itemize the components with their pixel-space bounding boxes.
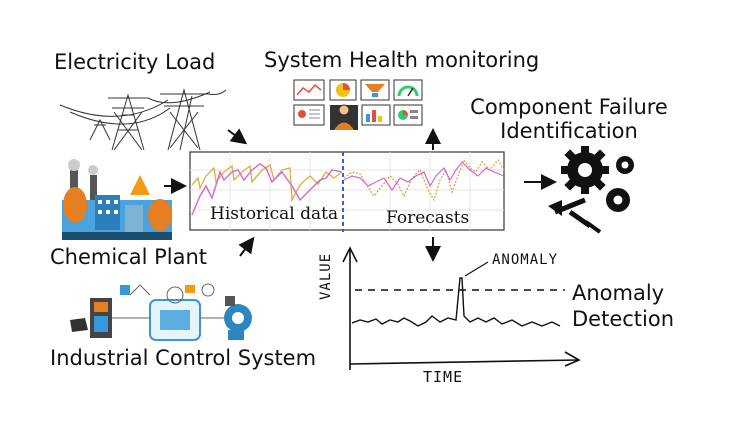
anomaly-x-axis bbox=[349, 359, 579, 365]
dashboard-monitoring-icon bbox=[293, 79, 423, 130]
anomaly-y-label: VALUE bbox=[318, 252, 334, 300]
anomaly-detection-line1: Anomaly bbox=[572, 281, 665, 305]
anomaly-detection-label: Anomaly Detection bbox=[572, 280, 674, 332]
forecast-series-2 bbox=[343, 161, 505, 192]
historical-series-1 bbox=[191, 163, 343, 203]
flow-arrows bbox=[164, 128, 557, 262]
forecast-chart bbox=[189, 151, 505, 232]
anomaly-annotation: ANOMALY bbox=[492, 252, 559, 268]
anomaly-pointer bbox=[464, 261, 489, 277]
gears-tools-icon bbox=[548, 146, 634, 234]
component-failure-line2: Identification bbox=[500, 119, 638, 143]
anomaly-series bbox=[351, 277, 561, 327]
component-failure-label: Component Failure Identification bbox=[464, 95, 674, 143]
historical-data-label: Historical data bbox=[210, 204, 339, 224]
component-failure-line1: Component Failure bbox=[470, 95, 668, 119]
arrow-ics-to-chart bbox=[238, 236, 255, 257]
anomaly-plot bbox=[342, 246, 581, 370]
chemical-plant-icon bbox=[62, 159, 172, 240]
forecast-series-1 bbox=[343, 158, 505, 202]
industrial-control-icon bbox=[70, 283, 252, 341]
chemical-plant-label: Chemical Plant bbox=[50, 245, 208, 269]
historical-series-2 bbox=[191, 163, 343, 216]
forecasts-label: Forecasts bbox=[386, 208, 470, 228]
electricity-load-label: Electricity Load bbox=[54, 50, 216, 74]
arrow-electricity-to-chart bbox=[227, 128, 248, 145]
anomaly-detection-line2: Detection bbox=[572, 307, 675, 331]
power-tower-icon bbox=[59, 88, 227, 151]
anomaly-x-label: TIME bbox=[423, 368, 464, 386]
industrial-control-label: Industrial Control System bbox=[50, 346, 317, 370]
system-health-label: System Health monitoring bbox=[264, 48, 540, 72]
